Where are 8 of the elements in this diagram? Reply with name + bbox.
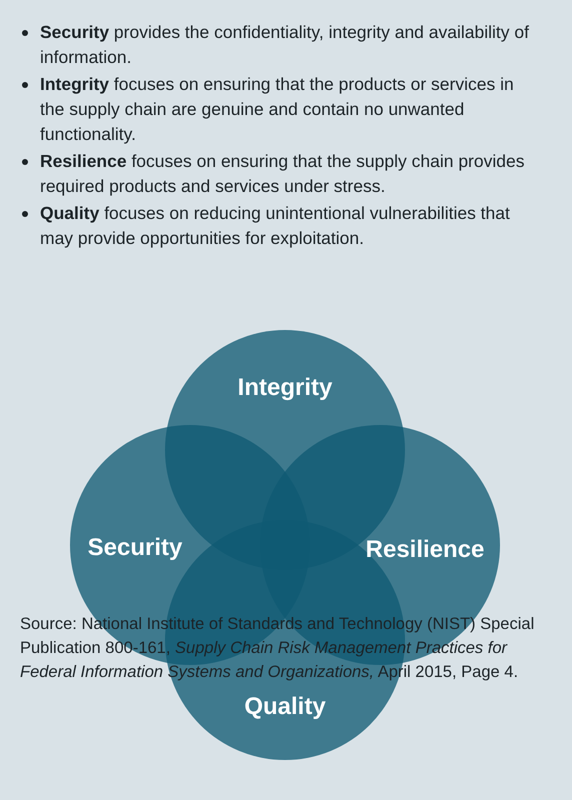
circle-label: Integrity xyxy=(238,374,332,402)
bullet-text: Quality focuses on reducing unintentional vulnerabilities that may provide opportunities for exploitation. xyxy=(40,203,510,248)
circle-label: Quality xyxy=(244,693,326,721)
circle-label: Security xyxy=(88,534,182,562)
bullet-text: Resilience focuses on ensuring that the supply chain provides required products and services under stress. xyxy=(40,151,524,196)
bullet-text: Integrity focuses on ensuring that the products or services in the supply chain are genuine and contain no unwanted functionality. xyxy=(40,74,514,144)
circle-label: Resilience xyxy=(366,536,484,564)
bullet-text: Security provides the confidentiality, integrity and availability of information. xyxy=(40,22,529,67)
